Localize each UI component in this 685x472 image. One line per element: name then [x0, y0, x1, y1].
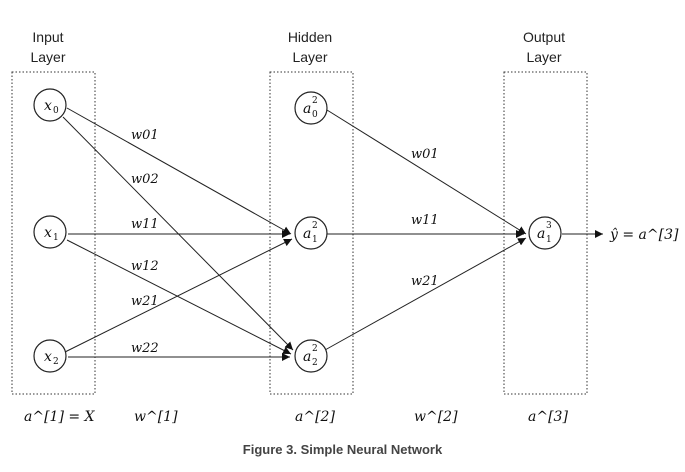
output-layer-bottom-label: a^[3]: [528, 409, 568, 425]
weight-label-w11-in: w11: [131, 217, 159, 232]
weight-matrix-label-1: w^[1]: [134, 409, 178, 425]
hidden-layer-title: Hidden Layer: [265, 27, 355, 67]
node-x2-base: x: [44, 349, 52, 365]
node-h0-sub: 0: [312, 110, 318, 120]
node-h1-base: a: [303, 226, 311, 242]
input-layer-box: [11, 71, 96, 395]
edge-h0-o1: [326, 109, 527, 235]
edge-h2-o1: [324, 237, 527, 351]
weight-label-w11-out: w11: [411, 213, 439, 228]
node-h1-sub: 1: [312, 235, 318, 245]
node-x0-sub: 0: [53, 106, 59, 116]
node-o1-base: a: [537, 226, 545, 242]
node-x2-sub: 2: [53, 357, 59, 367]
output-layer-title-line2: Layer: [526, 49, 562, 65]
weight-label-w21-out: w21: [411, 274, 439, 289]
node-x1-base: x: [44, 225, 52, 241]
edge-x0-h1: [66, 107, 292, 235]
input-layer-title-line2: Layer: [30, 49, 66, 65]
node-h1-sup: 2: [312, 221, 318, 231]
node-h2-sup: 2: [312, 344, 318, 354]
weight-label-w02-in: w02: [131, 172, 159, 187]
output-label: ŷ = a^[3]: [609, 226, 679, 243]
node-h0-sup: 2: [312, 96, 318, 106]
node-h2: a 2 2: [294, 339, 328, 373]
edge-x2-h1: [64, 238, 293, 353]
node-h2-sub: 2: [312, 358, 318, 368]
weight-label-w22-in: w22: [131, 341, 159, 356]
hidden-layer-box: [269, 71, 354, 395]
weight-label-w01-out: w01: [411, 147, 439, 162]
input-layer-bottom-label: a^[1] = X: [24, 409, 96, 425]
output-layer-title-line1: Output: [522, 29, 566, 45]
weight-label-w12-in: w12: [131, 259, 159, 274]
node-x1-sub: 1: [53, 233, 59, 243]
node-x0: x 0: [33, 88, 67, 122]
weight-label-w21-in: w21: [131, 294, 159, 309]
node-o1-sup: 3: [546, 221, 552, 231]
node-h1: a 2 1: [294, 216, 328, 250]
node-o1-sub: 1: [546, 235, 552, 245]
node-h0-base: a: [303, 101, 311, 117]
hidden-layer-bottom-label: a^[2]: [295, 409, 335, 425]
node-x1: x 1: [33, 215, 67, 249]
node-x2: x 2: [33, 339, 67, 373]
node-h2-base: a: [303, 349, 311, 365]
hidden-layer-title-line1: Hidden: [287, 29, 333, 45]
figure-caption: Figure 3. Simple Neural Network: [242, 442, 443, 457]
node-x0-base: x: [44, 98, 52, 114]
node-o1: a 3 1: [528, 216, 562, 250]
node-h0: a 2 0: [294, 91, 328, 125]
weight-label-w01-in: w01: [131, 128, 159, 143]
edge-x1-h2: [66, 239, 292, 355]
input-layer-title-line1: Input: [32, 29, 64, 45]
weight-matrix-label-2: w^[2]: [414, 409, 458, 425]
output-layer-box: [503, 71, 588, 395]
hidden-layer-title-line2: Layer: [292, 49, 328, 65]
input-layer-title: Input Layer: [3, 27, 93, 67]
output-layer-title: Output Layer: [499, 27, 589, 67]
